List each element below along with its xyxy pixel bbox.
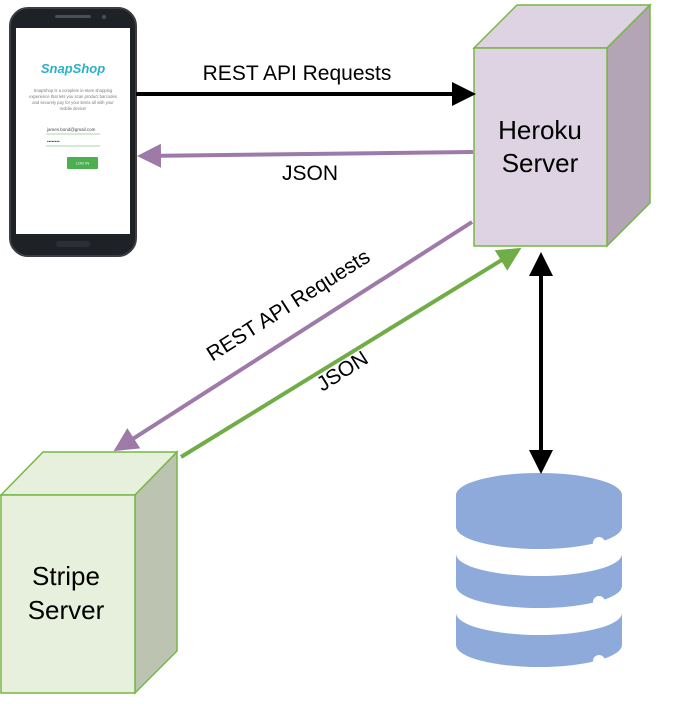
app-description-line: and securely pay for your items all with… bbox=[32, 100, 114, 105]
app-description-line: SnapShop is a complete in-store shopping bbox=[34, 88, 113, 93]
password-field[interactable]: •••••••• bbox=[47, 139, 60, 144]
heroku-server-label: Heroku bbox=[498, 115, 582, 145]
database-icon bbox=[456, 473, 622, 667]
app-description-line: mobile device! bbox=[60, 106, 87, 111]
edge-heroku-to-stripe bbox=[113, 220, 474, 452]
login-button[interactable] bbox=[67, 157, 98, 169]
phone-screen bbox=[16, 28, 130, 234]
database-indicator-dot bbox=[593, 655, 605, 667]
edge-label-rest-api-requests-diagonal: REST API Requests bbox=[203, 245, 375, 366]
edge-label-json-diagonal: JSON bbox=[313, 347, 373, 396]
stripe-server-node: Stripe Server bbox=[0, 450, 179, 695]
app-logo-text: SnapShop bbox=[41, 61, 105, 76]
heroku-server-node: Heroku Server bbox=[472, 3, 652, 248]
edge-label-rest-api-requests: REST API Requests bbox=[203, 62, 392, 85]
login-button-label: LOG IN bbox=[76, 161, 90, 166]
edge-stripe-to-heroku bbox=[179, 247, 522, 459]
database-indicator-dot bbox=[593, 596, 605, 608]
edge-label-json: JSON bbox=[282, 162, 338, 185]
database-indicator-dot bbox=[593, 537, 605, 549]
app-description-line: experience that lets you scan product ba… bbox=[29, 94, 117, 99]
heroku-server-label: Server bbox=[502, 148, 579, 178]
stripe-server-label: Stripe bbox=[32, 561, 100, 591]
edge-heroku-to-phone bbox=[137, 143, 474, 168]
phone-mockup: SnapShop SnapShop is a complete in-store… bbox=[9, 7, 137, 257]
stripe-server-label: Server bbox=[28, 595, 105, 625]
email-field[interactable]: james.bond@gmail.com bbox=[46, 127, 96, 132]
